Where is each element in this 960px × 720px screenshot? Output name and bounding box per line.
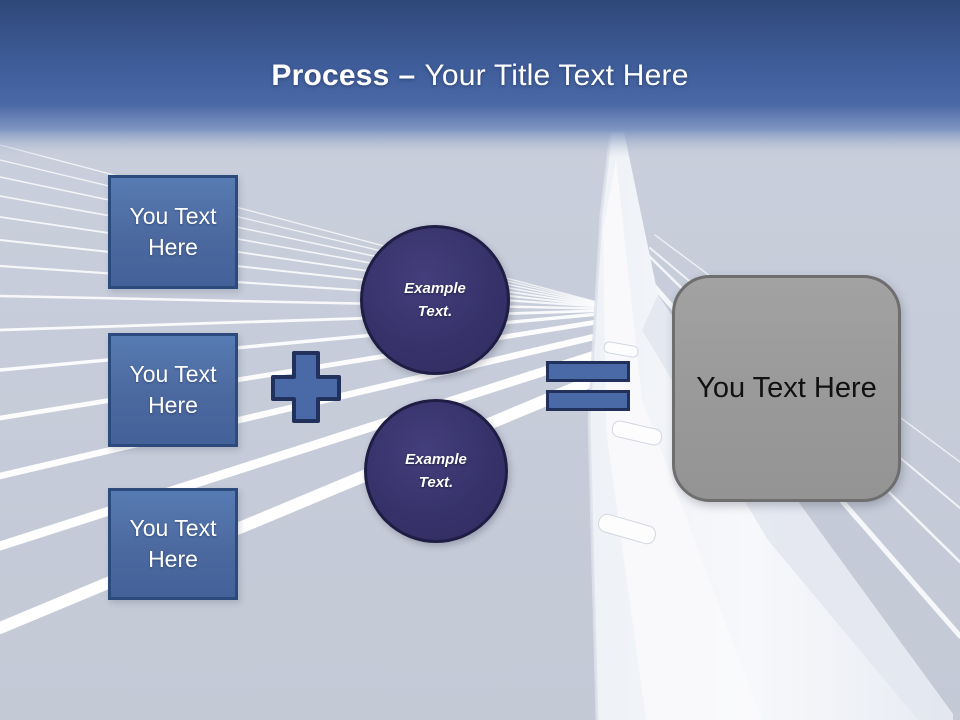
- equals-icon: [546, 361, 630, 411]
- example-circle-2[interactable]: Example Text.: [364, 399, 508, 543]
- example-circle-1[interactable]: Example Text.: [360, 225, 510, 375]
- result-box[interactable]: You Text Here: [672, 275, 901, 502]
- plus-icon: [271, 351, 341, 423]
- slide-title: Process – Your Title Text Here: [0, 54, 960, 98]
- input-box-3-label: You Text Here: [129, 514, 217, 572]
- input-box-2[interactable]: You Text Here: [108, 333, 238, 447]
- input-box-2-label: You Text Here: [129, 360, 217, 418]
- input-box-1[interactable]: You Text Here: [108, 175, 238, 289]
- example-circle-1-label: Example Text.: [404, 279, 466, 320]
- input-box-1-label: You Text Here: [129, 202, 217, 260]
- input-box-3[interactable]: You Text Here: [108, 488, 238, 600]
- title-separator: –: [398, 59, 416, 92]
- title-text: Your Title Text Here: [424, 59, 689, 92]
- result-box-label: You Text Here: [696, 372, 877, 404]
- example-circle-2-label: Example Text.: [405, 450, 467, 491]
- title-emphasis: Process: [271, 59, 390, 92]
- equals-bottom-bar: [546, 390, 630, 411]
- equals-top-bar: [546, 361, 630, 382]
